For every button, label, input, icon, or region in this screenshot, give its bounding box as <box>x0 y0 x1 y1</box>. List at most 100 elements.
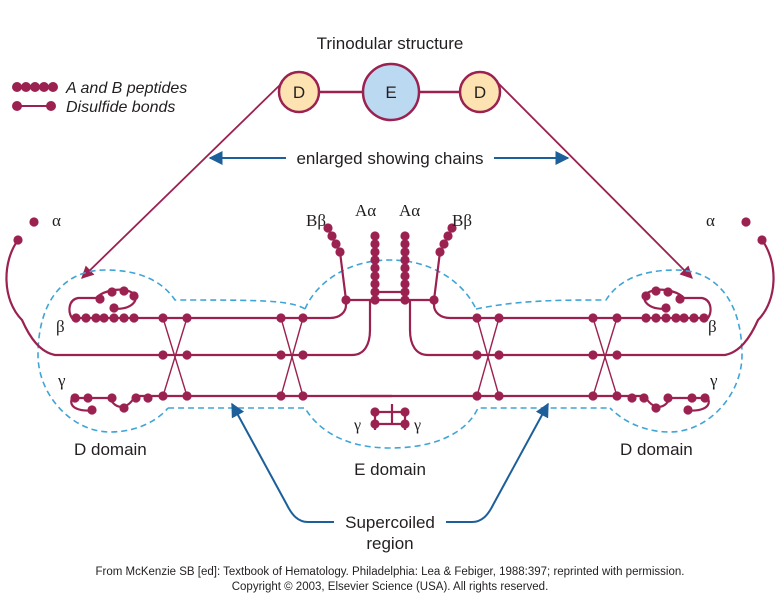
d-domain-left-outline <box>37 269 306 433</box>
e-domain-outline <box>168 407 610 449</box>
e-node-label: E <box>385 83 396 102</box>
peptide-bead-left <box>298 350 308 360</box>
d-domain-left-label: D domain <box>74 440 147 459</box>
peptide-bead-left <box>370 255 380 265</box>
supercoiled-label-line2: region <box>366 534 413 553</box>
d-node-left <box>277 70 321 114</box>
alpha-label-right: α <box>706 211 715 230</box>
peptide-bead-right <box>687 393 697 403</box>
peptide-bead-left <box>13 235 23 245</box>
peptide-bead-right <box>447 223 457 233</box>
peptide-bead-left <box>71 313 81 323</box>
peptide-bead-left <box>327 231 337 241</box>
peptide-bead-right <box>679 313 689 323</box>
peptide-bead-left <box>109 313 119 323</box>
peptide-bead-right <box>472 350 482 360</box>
peptide-bead-right <box>699 313 709 323</box>
peptide-bead-right <box>663 393 673 403</box>
peptide-bead-right <box>400 231 410 241</box>
peptide-bead-left <box>95 294 105 304</box>
peptide-bead-right <box>627 393 637 403</box>
peptide-bead-left <box>370 279 380 289</box>
peptide-bead-left <box>341 295 351 305</box>
peptide-bead-left <box>158 350 168 360</box>
disulfide-crosses <box>162 317 618 397</box>
d-node-right-label: D <box>474 83 486 102</box>
legend-peptides-label: A and B peptides <box>65 80 187 97</box>
alpha-label-left: α <box>52 211 61 230</box>
peptide-bead-left <box>276 313 286 323</box>
peptide-bead-right <box>400 271 410 281</box>
peptide-bead-right <box>400 295 410 305</box>
peptide-bead-left <box>370 295 380 305</box>
peptide-bead-right <box>663 287 673 297</box>
peptide-bead-right <box>400 407 410 417</box>
peptide-bead-left <box>91 313 101 323</box>
peptide-bead-left <box>131 393 141 403</box>
peptide-bead-left <box>107 287 117 297</box>
peptide-bead-right <box>641 313 651 323</box>
domain-outlines <box>37 259 743 449</box>
peptide-bead-left <box>70 393 80 403</box>
peptide-bead-left <box>276 350 286 360</box>
peptide-bead-right <box>494 391 504 401</box>
peptide-bead-left <box>335 247 345 257</box>
peptide-bead-left <box>119 286 129 296</box>
peptide-bead-right <box>612 350 622 360</box>
bbeta-label-left: Bβ <box>306 211 326 230</box>
peptide-bead-left <box>298 391 308 401</box>
peptide-bead-right <box>429 295 439 305</box>
supercoiled-arrow-left <box>231 402 334 523</box>
legend-peptide-symbol <box>12 82 58 92</box>
peptide-bead-left <box>298 313 308 323</box>
peptide-bead-left <box>143 393 153 403</box>
peptide-bead-left <box>81 313 91 323</box>
peptide-bead-left <box>370 239 380 249</box>
peptide-bead-right <box>612 313 622 323</box>
peptide-bead-left <box>158 391 168 401</box>
peptide-bead-left <box>370 247 380 257</box>
peptide-bead-right <box>588 350 598 360</box>
peptide-bead-right <box>671 313 681 323</box>
peptide-bead-left <box>129 291 139 301</box>
peptide-bead-left <box>323 223 333 233</box>
peptide-bead-right <box>400 239 410 249</box>
peptide-bead-left <box>29 217 39 227</box>
peptide-bead-left <box>107 393 117 403</box>
peptide-bead-left <box>119 313 129 323</box>
peptide-bead-right <box>651 313 661 323</box>
chains-right <box>408 239 775 412</box>
legend-disulfide-symbol <box>12 101 56 111</box>
peptide-bead-right <box>435 247 445 257</box>
peptide-bead-right <box>443 231 453 241</box>
peptide-bead-left <box>370 263 380 273</box>
peptide-bead-right <box>400 279 410 289</box>
peptide-bead-right <box>639 393 649 403</box>
peptide-bead-right <box>689 313 699 323</box>
gamma-chain-left <box>70 394 394 424</box>
d-domain-right-label: D domain <box>620 440 693 459</box>
trinodular-structure: D E D <box>277 62 502 122</box>
legend-disulfide-label: Disulfide bonds <box>66 99 175 116</box>
peptide-bead-right <box>400 287 410 297</box>
peptide-beads <box>13 217 767 429</box>
peptide-bead-left <box>129 313 139 323</box>
peptide-bead-right <box>741 217 751 227</box>
supercoiled-arrow-right <box>446 402 549 523</box>
peptide-bead-right <box>651 286 661 296</box>
enlarged-label: enlarged showing chains <box>296 149 483 168</box>
peptide-bead-right <box>683 405 693 415</box>
peptide-bead-left <box>109 303 119 313</box>
bbeta-label-right: Bβ <box>452 211 472 230</box>
peptide-bead-left <box>182 350 192 360</box>
peptide-bead-right <box>675 294 685 304</box>
aalpha-label-left: Aα <box>355 201 376 220</box>
legend: A and B peptides Disulfide bonds <box>12 80 187 116</box>
peptide-bead-left <box>370 407 380 417</box>
e-node <box>361 62 421 122</box>
peptide-bead-left <box>119 403 129 413</box>
peptide-bead-right <box>439 239 449 249</box>
credit-line-2: Copyright © 2003, Elsevier Science (USA)… <box>231 581 549 593</box>
center-links <box>346 290 434 426</box>
peptide-bead-right <box>472 391 482 401</box>
